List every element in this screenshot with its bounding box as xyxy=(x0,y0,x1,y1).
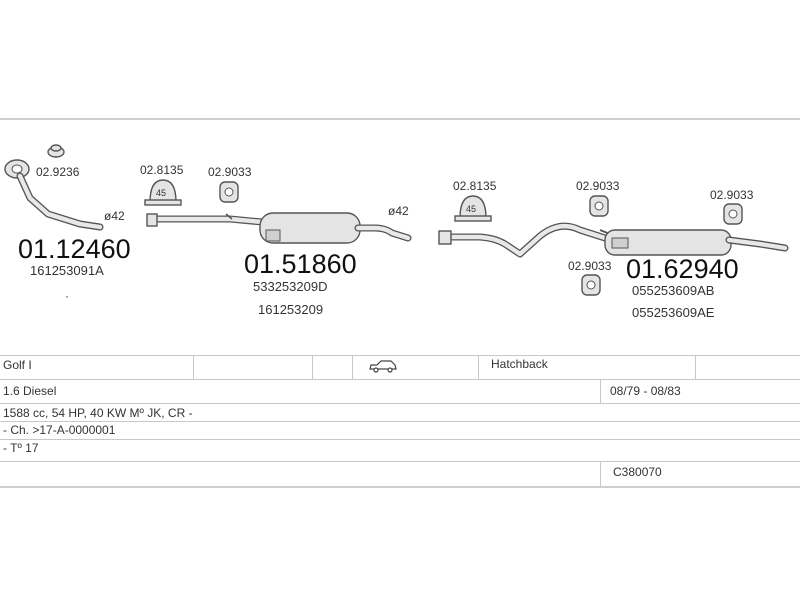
rear-section[interactable] xyxy=(438,222,789,258)
rear-code-1: 055253609AB xyxy=(632,283,714,298)
body-type: Hatchback xyxy=(491,357,548,371)
front-pipe-flange xyxy=(4,159,30,179)
middle-clamp-label: 02.8135 xyxy=(140,163,184,177)
clamp-02-8135-middle[interactable]: 45 xyxy=(144,179,182,206)
catalog-code: C380070 xyxy=(613,465,662,479)
car-silhouette-icon xyxy=(368,359,398,383)
rubber-mount-rear-top-right[interactable] xyxy=(723,203,743,225)
gasket-label: 02.9236 xyxy=(36,165,80,179)
bottom-divider xyxy=(0,486,800,488)
rear-rubber-bottom-label: 02.9033 xyxy=(568,259,612,273)
rubber-mount-rear-bottom[interactable] xyxy=(581,274,601,296)
rubber-mount-middle[interactable] xyxy=(219,181,239,203)
chassis-number: - Ch. >17-A-0000001 xyxy=(3,423,116,437)
middle-inlet xyxy=(146,213,158,227)
rear-number: 01.62940 xyxy=(626,254,739,284)
engine-specs: 1588 cc, 54 HP, 40 KW Mº JK, CR - xyxy=(3,406,193,420)
rubber-mount-rear-top-left[interactable] xyxy=(589,195,609,217)
front-pipe-dot: · xyxy=(65,289,69,303)
table-row-engine: 1.6 Diesel 08/79 - 08/83 xyxy=(0,379,800,404)
diagram-frame xyxy=(0,118,800,490)
rear-clamp-size: 45 xyxy=(466,204,476,214)
middle-number: 01.51860 xyxy=(244,249,357,279)
engine: 1.6 Diesel xyxy=(3,384,57,398)
rear-clamp-label: 02.8135 xyxy=(453,179,497,193)
production-period: 08/79 - 08/83 xyxy=(610,384,681,398)
front-pipe[interactable] xyxy=(4,159,104,231)
table-row-note: - Tº 17 xyxy=(0,439,800,462)
rear-rubber-tr-label: 02.9033 xyxy=(710,188,754,202)
rear-inlet xyxy=(438,230,452,245)
front-pipe-code: 161253091A xyxy=(30,263,104,278)
front-pipe-diameter: ø42 xyxy=(104,209,125,223)
clamp-02-8135-rear[interactable]: 45 xyxy=(454,195,492,222)
gasket-02-9236[interactable] xyxy=(47,144,65,158)
middle-section[interactable] xyxy=(146,212,412,244)
note: - Tº 17 xyxy=(3,441,39,455)
table-row-chassis: - Ch. >17-A-0000001 xyxy=(0,421,800,440)
middle-diameter: ø42 xyxy=(388,204,409,218)
front-pipe-number: 01.12460 xyxy=(18,234,131,264)
middle-code-1: 533253209D xyxy=(253,279,327,294)
middle-rubber-label: 02.9033 xyxy=(208,165,252,179)
exhaust-diagram: 02.9236 ø42 01.12460 161253091A · 02.813… xyxy=(4,144,789,320)
table-row-model: Golf I Hatchback xyxy=(0,355,800,380)
table-row-specs: 1588 cc, 54 HP, 40 KW Mº JK, CR - xyxy=(0,403,800,422)
middle-code-2: 161253209 xyxy=(258,302,323,317)
rear-code-2: 055253609AE xyxy=(632,305,715,320)
rear-rubber-tl-label: 02.9033 xyxy=(576,179,620,193)
model-name: Golf I xyxy=(3,358,32,372)
middle-clamp-size: 45 xyxy=(156,188,166,198)
table-row-code: C380070 xyxy=(0,461,800,487)
